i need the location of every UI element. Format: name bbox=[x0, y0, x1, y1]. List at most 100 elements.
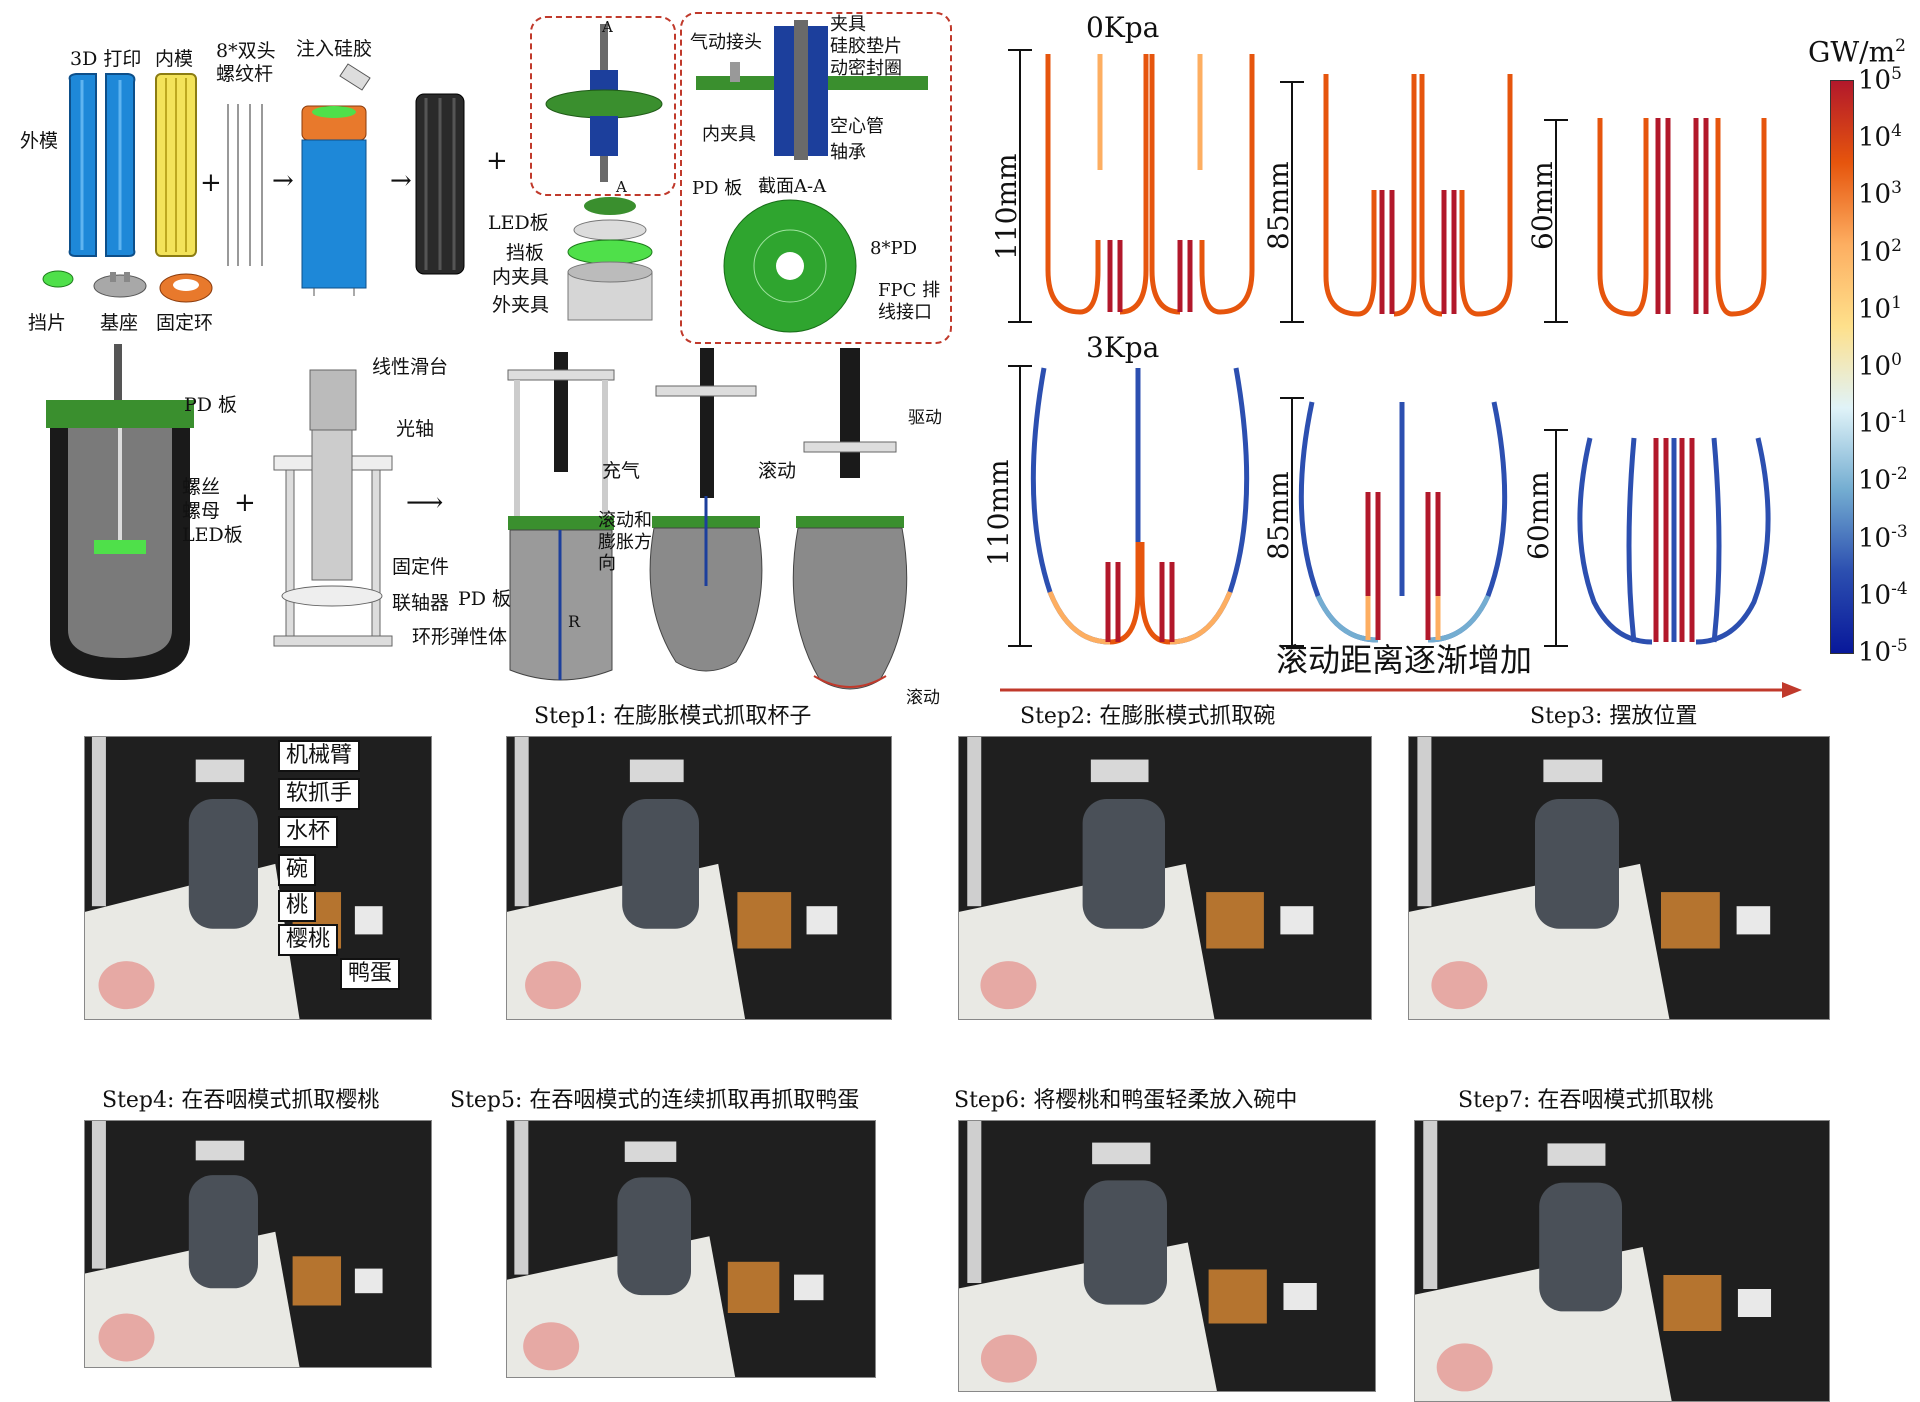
colorbar-tick-label: 105 bbox=[1858, 64, 1902, 96]
label-threaded-rod: 8*双头 螺纹杆 bbox=[216, 40, 276, 85]
label-led-board: LED板 bbox=[488, 212, 549, 234]
clamp-assembly-graphic bbox=[545, 24, 663, 182]
photo-scene bbox=[507, 1121, 875, 1377]
label-outer-mold: 外模 bbox=[20, 130, 59, 152]
label-ring-elastic: 环形弹性体 bbox=[412, 626, 508, 648]
photo-step2 bbox=[958, 736, 1372, 1020]
label-baffle-plate: 挡板 bbox=[506, 242, 545, 264]
colorbar-tick-label: 10-3 bbox=[1858, 521, 1908, 554]
step-title-6: Step6: 将樱桃和鸭蛋轻柔放入碗中 bbox=[954, 1088, 1298, 1113]
label-pd-board-detail: PD 板 bbox=[692, 178, 743, 199]
label-outer-clamp: 外夹具 bbox=[492, 294, 550, 316]
rolling-distance-arrow bbox=[1000, 682, 1802, 698]
label-coupling: 联轴器 bbox=[392, 592, 450, 614]
sim-plot-0kpa-110 bbox=[1045, 54, 1255, 315]
label-8pd: 8*PD bbox=[870, 238, 917, 259]
length-label-0kpa-85: 85mm bbox=[1262, 161, 1295, 250]
label-dynamic-seal: 动密封圈 bbox=[830, 58, 902, 79]
label-roll-expand: 滚动和 膨胀方 向 bbox=[598, 510, 652, 575]
label-mech-led-board: LED板 bbox=[182, 524, 243, 546]
colorbar-unit-sup: 2 bbox=[1895, 36, 1906, 56]
gripper-state-roll-graphic bbox=[649, 348, 763, 672]
photo-step3 bbox=[1408, 736, 1830, 1020]
label-screw: 螺丝 bbox=[182, 476, 221, 498]
label-pd-board-gripper: PD 板 bbox=[458, 588, 512, 610]
label-roll-bottom: 滚动 bbox=[906, 688, 940, 708]
baffle-graphic bbox=[42, 270, 74, 288]
length-label-3kpa-110: 110mm bbox=[982, 459, 1015, 566]
detail-box bbox=[680, 12, 952, 344]
plus-sign-3: + bbox=[234, 488, 256, 518]
step-title-4: Step4: 在吞咽模式抓取樱桃 bbox=[102, 1088, 380, 1113]
section-marker-bottom: A bbox=[616, 178, 627, 196]
label-baffle: 挡片 bbox=[28, 312, 67, 334]
photo-scene bbox=[959, 1121, 1375, 1391]
label-optical-axis: 光轴 bbox=[396, 418, 435, 440]
photo-step6 bbox=[958, 1120, 1376, 1392]
colorbar-tick-label: 101 bbox=[1858, 292, 1902, 325]
photo-step4 bbox=[84, 1120, 432, 1368]
step-title-2: Step2: 在膨胀模式抓取碗 bbox=[1020, 704, 1276, 729]
length-label-3kpa-60: 60mm bbox=[1522, 471, 1555, 560]
step-title-1: Step1: 在膨胀模式抓取杯子 bbox=[534, 704, 812, 729]
label-inner-mold: 内模 bbox=[155, 48, 194, 70]
length-label-0kpa-60: 60mm bbox=[1526, 161, 1559, 250]
photo-scene bbox=[85, 737, 431, 1019]
callout-cherry: 樱桃 bbox=[278, 924, 339, 956]
threaded-rods-graphic bbox=[227, 104, 263, 266]
inner-mold-graphic bbox=[155, 73, 197, 257]
section-detail-graphic bbox=[696, 20, 928, 160]
colorbar-tick-label: 10-1 bbox=[1858, 407, 1908, 439]
label-base: 基座 bbox=[100, 312, 139, 334]
fixing-ring-graphic bbox=[159, 273, 213, 303]
photo-scene bbox=[1409, 737, 1829, 1019]
pd-board-disc-graphic bbox=[723, 199, 857, 333]
group-title-0kpa: 0Kpa bbox=[1086, 11, 1160, 44]
colorbar-tick-label: 104 bbox=[1858, 121, 1902, 153]
label-fixing-ring: 固定环 bbox=[156, 312, 214, 334]
callout-duck-egg: 鸭蛋 bbox=[340, 958, 401, 990]
label-inner-clamp-detail: 内夹具 bbox=[702, 124, 756, 145]
photo-step7 bbox=[1414, 1120, 1830, 1402]
colorbar-gradient bbox=[1830, 80, 1854, 654]
gripper-state-inflate-graphic bbox=[507, 352, 615, 681]
sim-plot-3kpa-60 bbox=[1577, 437, 1771, 645]
arrow-right-2: → bbox=[390, 166, 412, 196]
label-mech-pd-board: PD 板 bbox=[184, 394, 238, 416]
photo-scene bbox=[85, 1121, 431, 1367]
label-r: R bbox=[568, 612, 581, 631]
gripper-state-drive-graphic bbox=[792, 348, 908, 690]
linear-slide-frame-graphic bbox=[273, 369, 393, 647]
rolling-distance-label: 滚动距离逐渐增加 bbox=[1276, 641, 1533, 679]
callout-bowl: 碗 bbox=[278, 854, 317, 886]
label-inject-silicone: 注入硅胶 bbox=[296, 38, 373, 60]
photo-step1 bbox=[506, 736, 892, 1020]
photo-overview bbox=[84, 736, 432, 1020]
label-bearing: 轴承 bbox=[830, 142, 866, 163]
section-a-box bbox=[530, 16, 676, 196]
label-fpc: FPC 排 线接口 bbox=[878, 280, 941, 323]
label-fixture: 固定件 bbox=[392, 556, 450, 578]
mold-filling-graphic bbox=[301, 63, 371, 296]
gripper-body-graphic bbox=[415, 93, 465, 275]
plus-sign-2: + bbox=[486, 146, 508, 176]
colorbar-tick-label: 102 bbox=[1858, 235, 1902, 268]
sim-plot-3kpa-110 bbox=[1030, 367, 1250, 645]
sim-plot-0kpa-60 bbox=[1597, 118, 1767, 317]
colorbar-tick-label: 100 bbox=[1858, 350, 1902, 382]
label-pneumatic-joint: 气动接头 bbox=[690, 32, 762, 53]
label-3d-print: 3D 打印 bbox=[70, 48, 142, 70]
sim-plot-0kpa-85 bbox=[1323, 74, 1513, 317]
step-title-5: Step5: 在吞咽模式的连续抓取再抓取鸭蛋 bbox=[450, 1088, 860, 1113]
colorbar-tick-label: 103 bbox=[1858, 178, 1902, 211]
label-drive: 驱动 bbox=[908, 408, 942, 428]
label-inner-clamp: 内夹具 bbox=[492, 266, 550, 288]
label-roll: 滚动 bbox=[758, 460, 797, 482]
photo-step5 bbox=[506, 1120, 876, 1378]
callout-soft-gripper: 软抓手 bbox=[278, 778, 361, 810]
label-nut: 螺母 bbox=[182, 500, 221, 522]
colorbar-tick-label: 10-2 bbox=[1858, 464, 1908, 497]
colorbar-tick-label: 10-5 bbox=[1858, 636, 1908, 668]
section-marker-top: A bbox=[602, 18, 613, 36]
label-silicone-gasket: 硅胶垫片 bbox=[830, 36, 902, 57]
